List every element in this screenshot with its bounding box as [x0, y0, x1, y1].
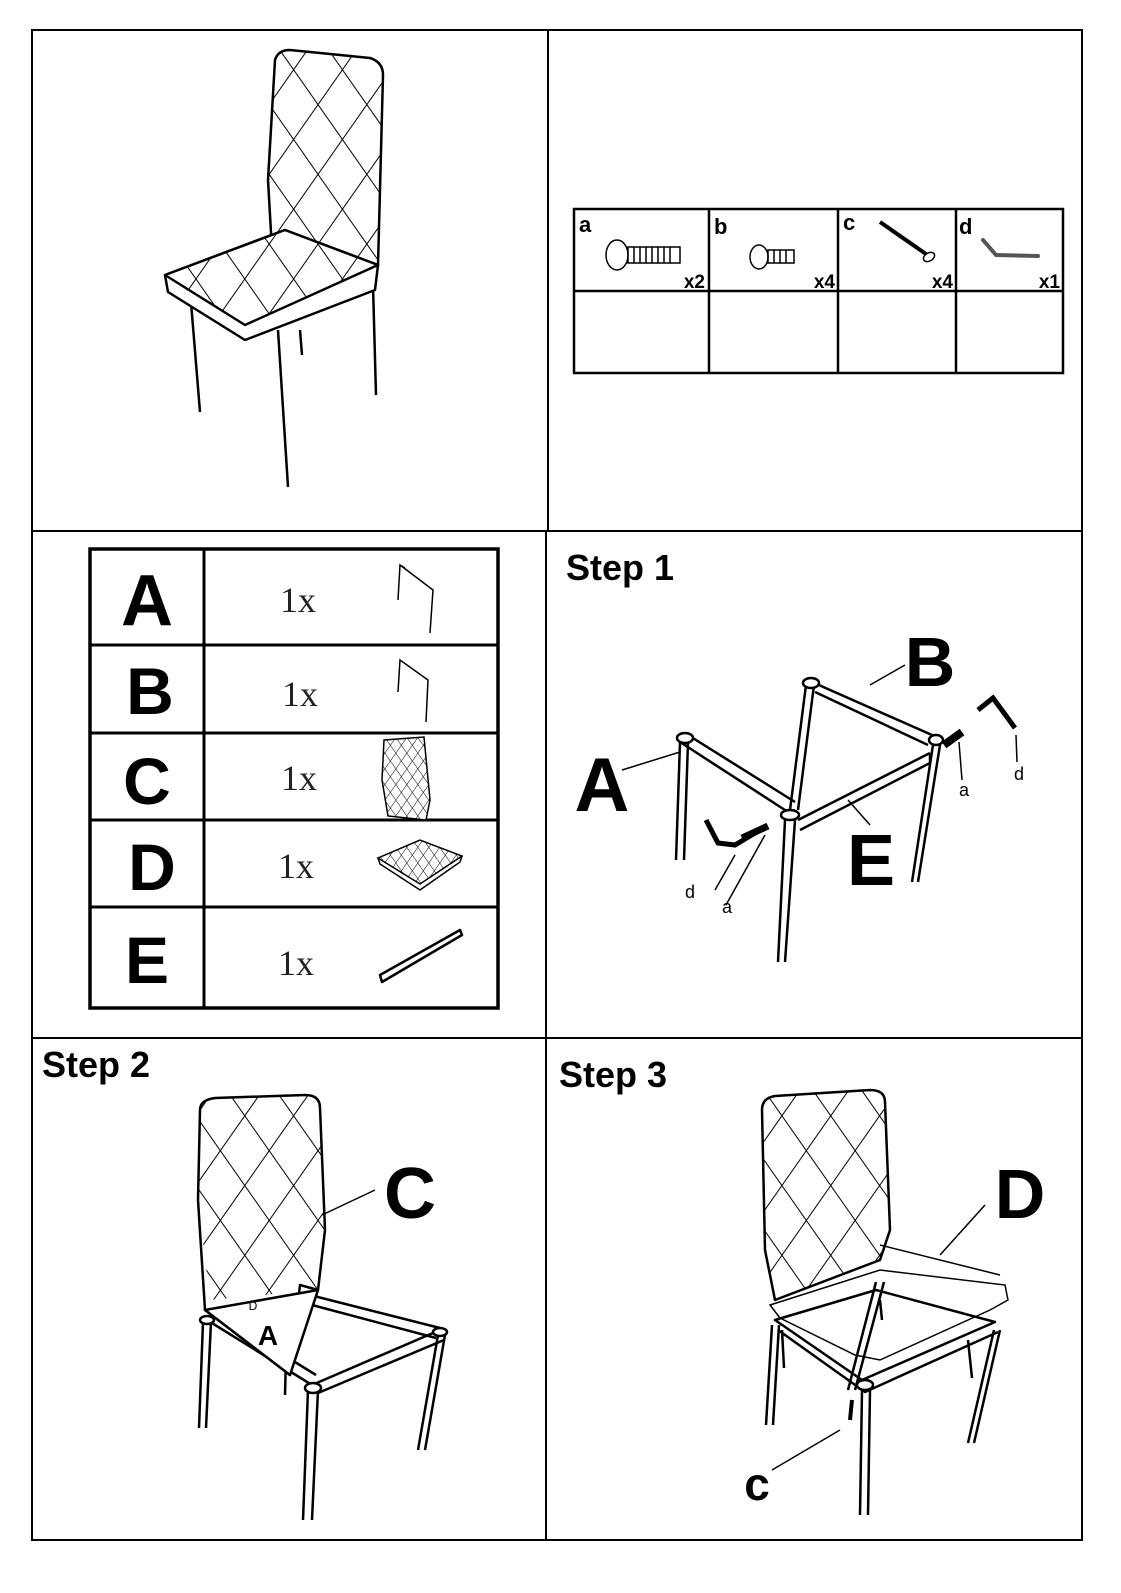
side-rail-icon	[378, 928, 464, 984]
label-bolt-a-right: a	[959, 780, 970, 800]
step-2-panel: Step 2 A D C	[42, 1044, 449, 1521]
parts-table: A B C D E 1x 1x 1x 1x 1x	[88, 547, 500, 1010]
label-b: B	[905, 623, 956, 701]
part-qty-e: 1x	[278, 943, 314, 983]
hardware-letter-b: b	[714, 214, 727, 239]
step-1-title: Step 1	[566, 547, 674, 588]
part-qty-a: 1x	[280, 580, 316, 620]
part-qty-b: 1x	[282, 674, 318, 714]
step-1-panel: Step 1 A B E a d d a	[566, 547, 1024, 963]
page-grid	[31, 29, 1083, 1541]
hardware-table: a x2 b x4 c x4 d x1	[572, 207, 1065, 375]
hardware-qty-c: x4	[932, 272, 954, 293]
part-letter-c: C	[123, 744, 171, 818]
label-a: A	[575, 743, 630, 828]
back-leg-frame-icon	[397, 658, 429, 723]
wood-screw-icon	[848, 1399, 854, 1421]
label-screw-c: c	[744, 1458, 770, 1510]
label-key-d-right: d	[1014, 764, 1024, 784]
label-bolt-a-left: a	[722, 897, 733, 917]
bolt-icon	[740, 822, 770, 842]
step-1-frame-illustration	[621, 664, 1018, 963]
hardware-qty-a: x2	[684, 272, 705, 293]
hardware-qty-b: x4	[814, 272, 836, 293]
part-qty-d: 1x	[278, 846, 314, 886]
seat-cushion-icon	[376, 839, 464, 891]
finished-chair-illustration	[163, 48, 385, 488]
short-bolt-icon	[749, 244, 795, 270]
step-3-title: Step 3	[559, 1054, 667, 1095]
front-leg-frame-icon	[397, 563, 434, 634]
step-2-chair-illustration	[196, 1093, 449, 1521]
bolt-icon	[941, 728, 965, 749]
hardware-letter-c: c	[843, 210, 855, 235]
part-letter-d: D	[128, 830, 176, 904]
part-letter-a: A	[121, 561, 173, 641]
part-letter-e: E	[125, 923, 169, 997]
backrest-icon	[381, 736, 431, 821]
label-a-on-backrest: A	[258, 1320, 278, 1351]
step-3-panel: Step 3 D c	[559, 1054, 1046, 1516]
allen-key-icon	[981, 238, 1040, 258]
hardware-qty-d: x1	[1039, 272, 1061, 293]
hardware-letter-d: d	[959, 214, 972, 239]
label-d: D	[995, 1155, 1046, 1233]
label-c: C	[384, 1154, 436, 1234]
long-bolt-icon	[605, 239, 681, 271]
hardware-letter-a: a	[579, 212, 592, 237]
part-letter-b: B	[126, 654, 174, 728]
wood-screw-icon	[878, 220, 936, 263]
label-e: E	[847, 821, 895, 901]
step-3-chair-illustration	[760, 1088, 1009, 1516]
part-qty-c: 1x	[281, 758, 317, 798]
allen-key-icon	[976, 694, 1018, 730]
step-2-title: Step 2	[42, 1044, 150, 1085]
label-d-on-backrest: D	[249, 1299, 258, 1313]
label-key-d-left: d	[685, 882, 695, 902]
